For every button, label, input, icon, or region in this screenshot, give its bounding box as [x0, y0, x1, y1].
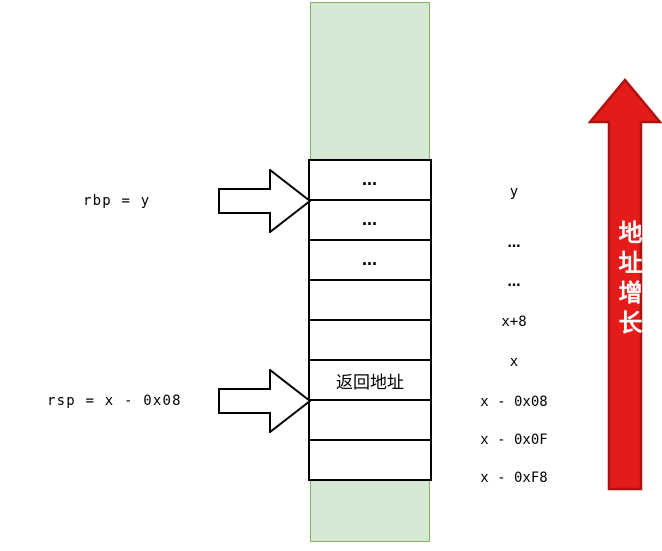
address-label-x-minus-0x0F: x - 0x0F	[480, 432, 548, 448]
address-growth-label: 地址增长	[614, 220, 642, 340]
stack-cell-label: …	[362, 251, 378, 269]
address-label-x-plus-8: x+8	[501, 314, 527, 330]
rsp-register-label: rsp = x - 0x08	[47, 393, 182, 409]
address-label-x-minus-0xF8: x - 0xF8	[480, 470, 548, 486]
address-label-y: y	[509, 184, 519, 200]
stack-cell-label: …	[362, 171, 378, 189]
stack-cell: …	[308, 159, 432, 201]
rsp-pointer-arrow-icon	[218, 369, 311, 433]
stack-cell	[308, 399, 432, 441]
stack-cell: …	[308, 199, 432, 241]
stack-cell	[308, 439, 432, 481]
stack-cell	[308, 319, 432, 361]
stack-cell-label: …	[362, 211, 378, 229]
return-address-label: 返回地址	[336, 372, 404, 393]
address-label-x-minus-0x08: x - 0x08	[480, 394, 548, 410]
rbp-register-label: rbp = y	[83, 193, 151, 209]
address-label-dots: …	[507, 236, 521, 251]
rbp-pointer-arrow-icon	[218, 169, 311, 233]
address-label-x: x	[509, 354, 519, 370]
stack-cell: …	[308, 239, 432, 281]
stack-cell-return-address: 返回地址	[308, 359, 432, 401]
address-label-dots: …	[507, 275, 521, 290]
stack-cell	[308, 279, 432, 321]
address-growth-arrow-icon	[588, 78, 662, 491]
stack-cells: … … … 返回地址	[308, 159, 432, 481]
